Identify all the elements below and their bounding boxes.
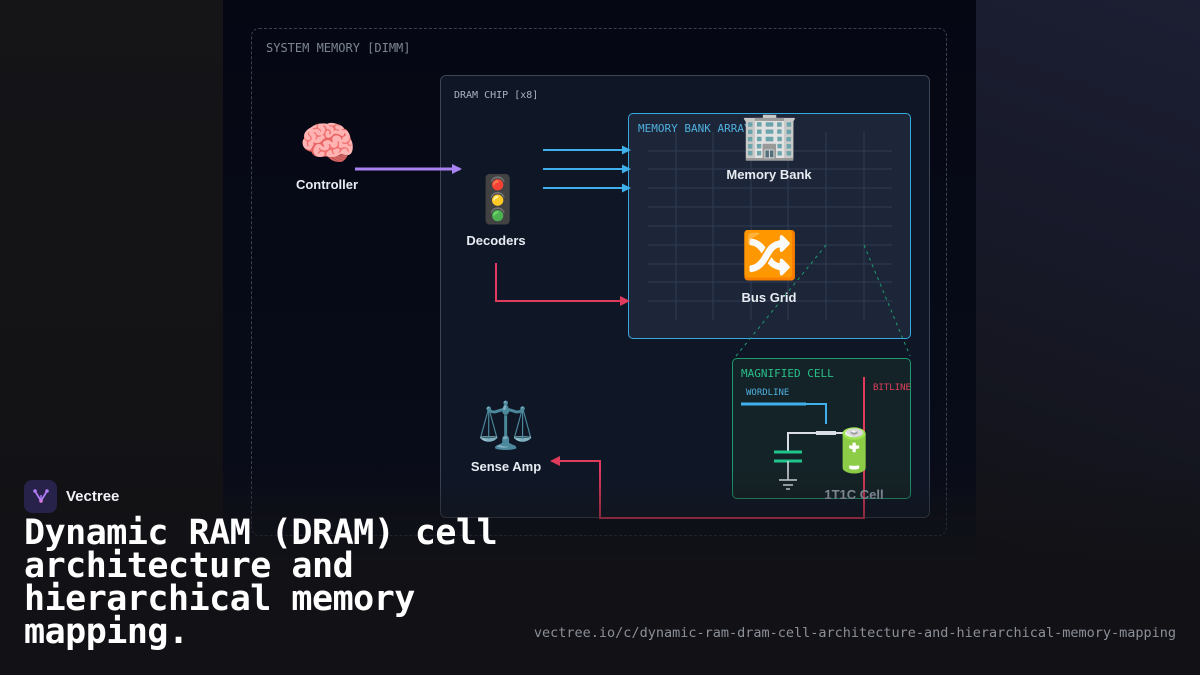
balance-scale-icon: ⚖️ [477, 398, 535, 452]
vectree-logo-icon [24, 479, 57, 513]
bus-grid-label: Bus Grid [741, 290, 797, 305]
magnified-cell-label: MAGNIFIED CELL [741, 367, 834, 380]
office-building-icon: 🏢 [741, 108, 799, 162]
brand-name: Vectree [66, 487, 120, 505]
dram-chip-label: DRAM CHIP [x8] [454, 90, 539, 101]
brand[interactable]: Vectree [24, 479, 119, 513]
controller-label: Controller [295, 177, 359, 192]
battery-icon: 🔋 [828, 426, 881, 475]
memory-bank-label: Memory Bank [726, 167, 812, 182]
right-backdrop [976, 0, 1200, 560]
bank-grid [648, 132, 892, 320]
source-url[interactable]: vectree.io/c/dynamic-ram-dram-cell-archi… [533, 625, 1176, 641]
address-lines [543, 145, 631, 193]
left-backdrop [0, 0, 223, 560]
sense-amp-label: Sense Amp [470, 459, 542, 474]
system-memory-label: SYSTEM MEMORY [DIMM] [266, 41, 411, 55]
brain-icon: 🧠 [299, 116, 357, 170]
cell-label: 1T1C Cell [824, 487, 884, 502]
traffic-light-icon: 🚦 [469, 172, 527, 226]
wordline [741, 403, 827, 424]
bitline-label: BITLINE [873, 383, 910, 393]
decoder-data-line [495, 263, 630, 306]
wordline-label: WORDLINE [746, 388, 790, 398]
decoders-label: Decoders [466, 233, 526, 248]
memory-bank-array-label: MEMORY BANK ARRAY [638, 122, 751, 135]
zoom-guides [735, 244, 911, 357]
page-title: Dynamic RAM (DRAM) cell architecture and… [24, 513, 498, 652]
shuffle-icon: 🔀 [741, 228, 799, 282]
